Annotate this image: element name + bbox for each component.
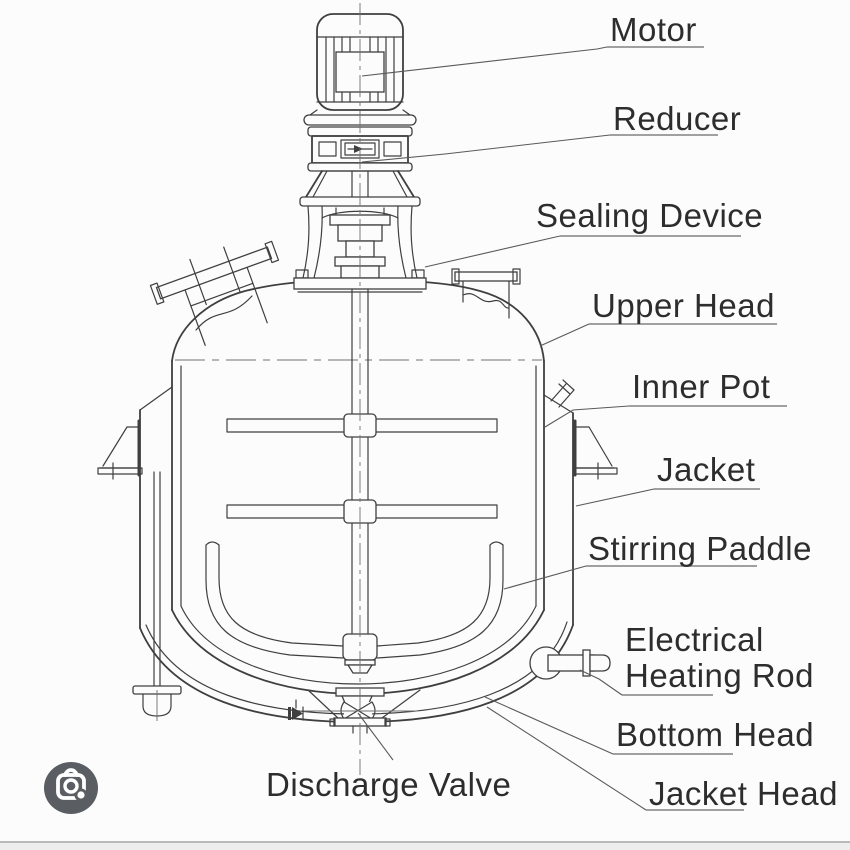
reducer (299, 126, 421, 207)
drain-pipe (132, 471, 182, 721)
label-electrical-heating-rod-line2: Heating Rod (625, 657, 814, 694)
google-lens-button[interactable] (44, 762, 98, 814)
callout-labels: Motor Reducer Sealing Device Upper Head … (266, 11, 838, 812)
jacket-leader (575, 488, 655, 507)
heating-rod-leader (579, 669, 623, 696)
discharge-valve-leader (357, 712, 394, 761)
upper-head-leader (539, 323, 590, 347)
sealing-device-leader (424, 235, 561, 268)
footer-divider (0, 841, 850, 843)
support-lug-right (573, 419, 618, 480)
inner-pot-leader (544, 405, 630, 428)
callout-leaders (357, 46, 787, 811)
jacket-vent-nozzle (550, 379, 575, 408)
label-bottom-head: Bottom Head (616, 716, 814, 753)
jacket-head-leader (486, 706, 647, 811)
label-stirring-paddle: Stirring Paddle (588, 530, 812, 567)
label-jacket-head: Jacket Head (649, 775, 838, 812)
footer-bar (0, 843, 850, 850)
bottom-head-leader (484, 696, 614, 755)
google-lens-camera-icon (56, 768, 88, 802)
anchor-paddle (205, 541, 504, 674)
inner-pot (171, 360, 545, 611)
top-side-nozzle (451, 268, 521, 319)
reducer-leader (361, 134, 611, 163)
charging-nozzle-opening-curve (195, 295, 253, 331)
stirring-paddles (226, 413, 498, 524)
support-lug-left (97, 419, 143, 480)
label-reducer: Reducer (613, 100, 741, 137)
electrical-heating-rod (529, 646, 611, 680)
label-motor: Motor (610, 11, 697, 48)
drain-plug-valve (288, 699, 304, 721)
motor-leader (361, 46, 608, 77)
label-electrical-heating-rod-line1: Electrical (625, 621, 764, 658)
label-sealing-device: Sealing Device (536, 197, 763, 234)
label-jacket: Jacket (657, 451, 755, 488)
label-discharge-valve: Discharge Valve (266, 766, 511, 803)
stirrer-shaft (351, 288, 369, 637)
label-inner-pot: Inner Pot (632, 368, 770, 405)
label-upper-head: Upper Head (592, 287, 775, 324)
charging-nozzle (149, 240, 280, 346)
stirring-paddle-leader (503, 565, 587, 590)
